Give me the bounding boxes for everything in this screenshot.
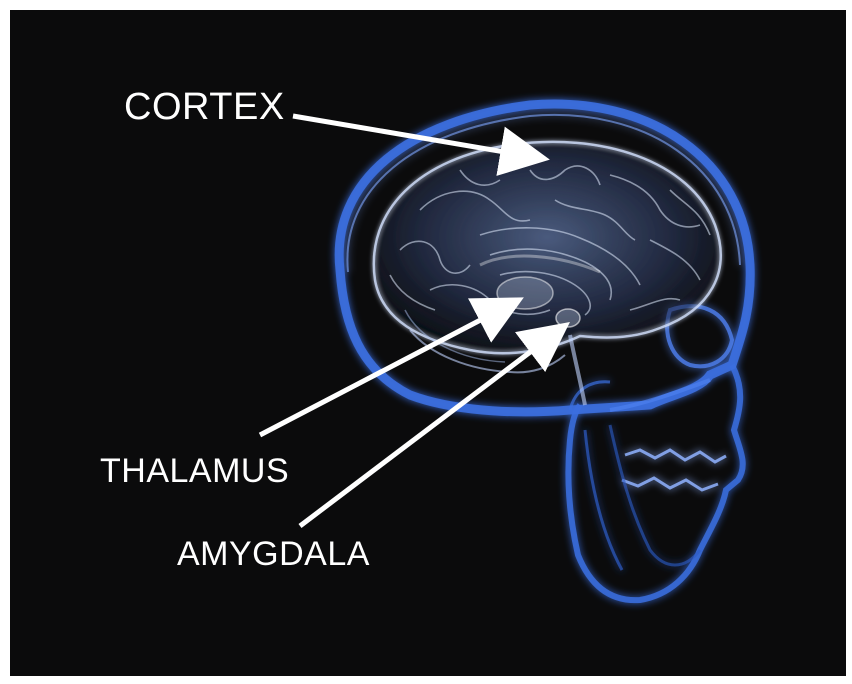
brain <box>374 142 721 405</box>
skull-teeth <box>625 450 726 462</box>
amygdala-region <box>556 309 580 327</box>
label-cortex: CORTEX <box>124 86 285 129</box>
label-amygdala: AMYGDALA <box>177 535 370 574</box>
diagram-frame: CORTEX THALAMUS AMYGDALA <box>10 10 846 676</box>
label-thalamus: THALAMUS <box>100 452 289 491</box>
arrow-amygdala <box>300 328 562 526</box>
arrow-thalamus <box>260 302 515 435</box>
brain-outline <box>374 142 721 353</box>
